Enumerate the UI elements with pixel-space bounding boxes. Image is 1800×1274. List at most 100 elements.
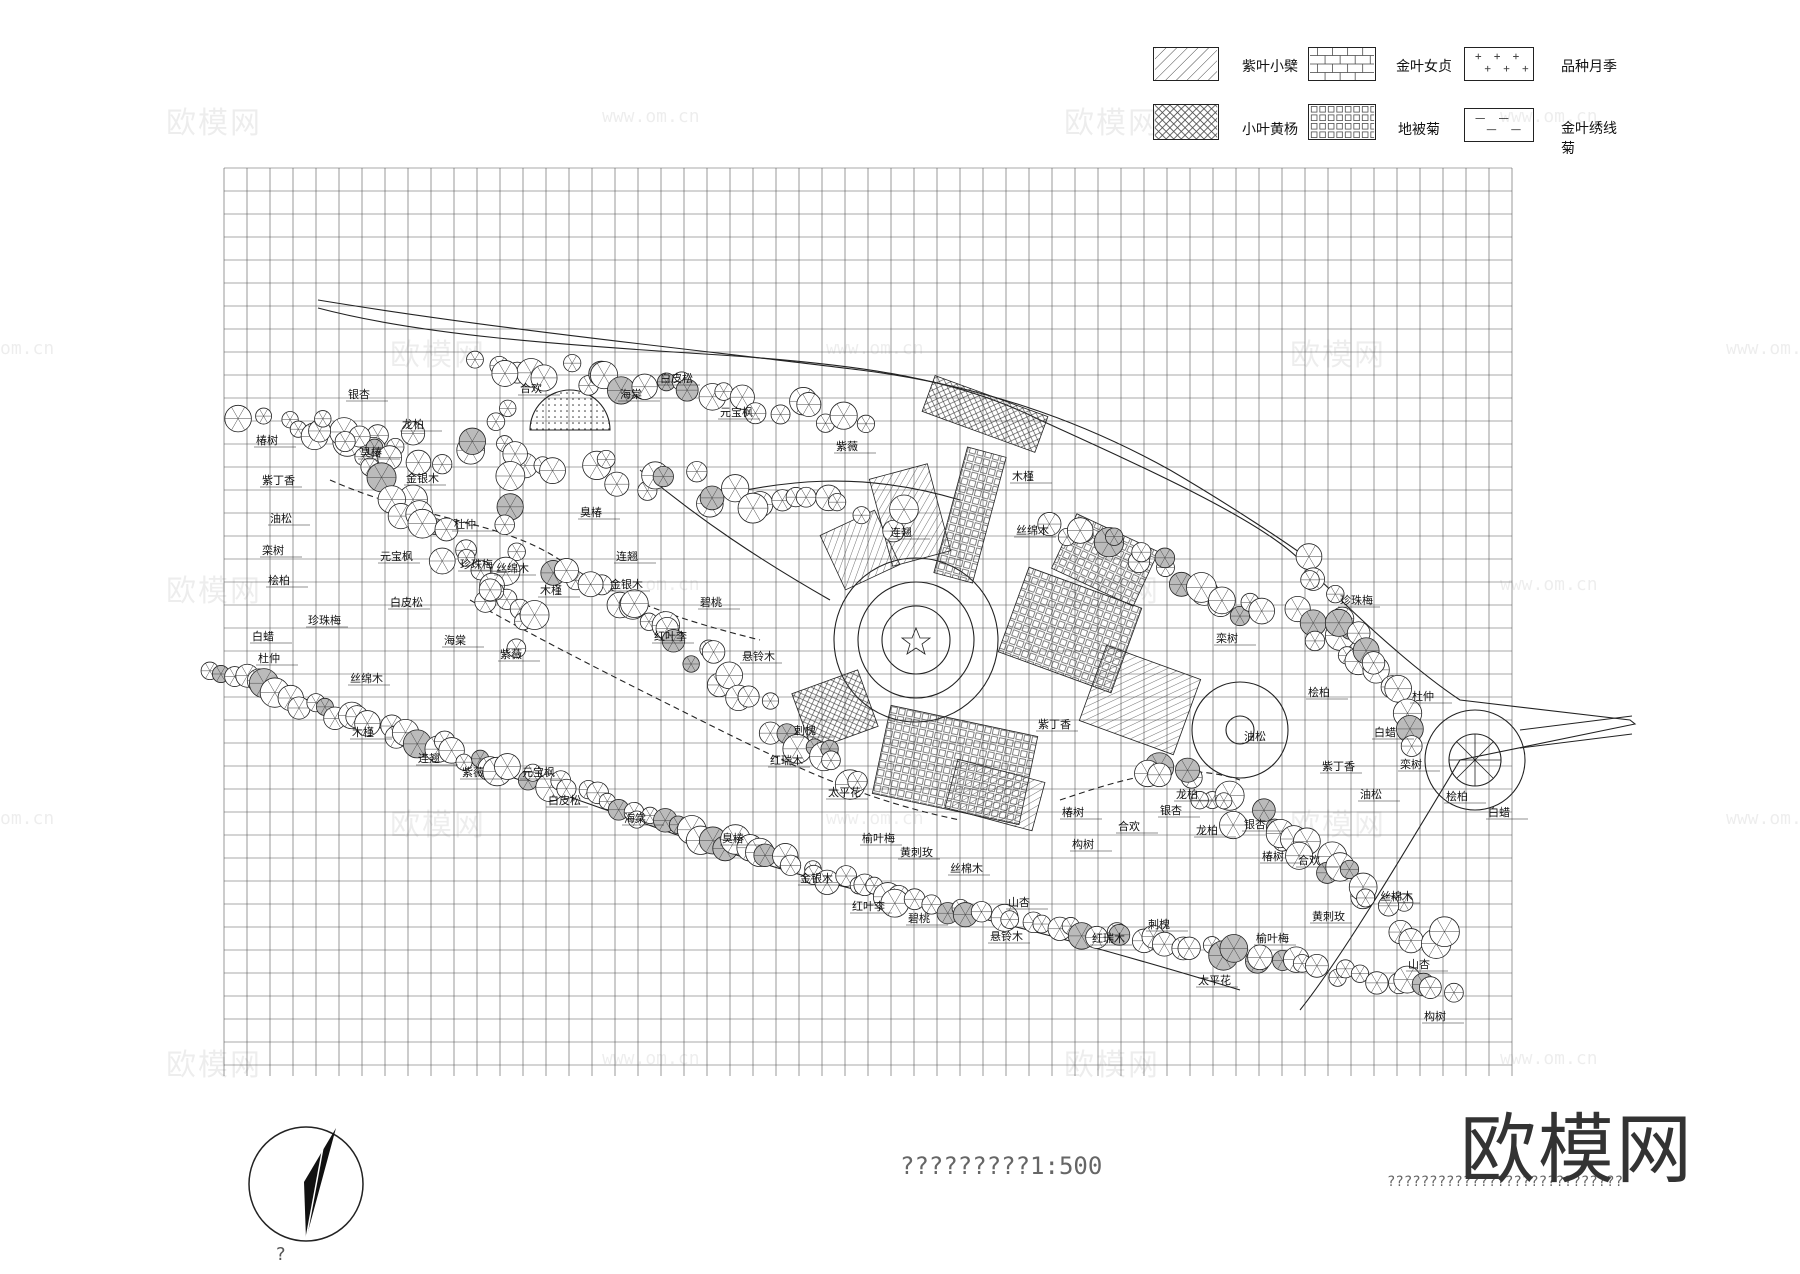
tree-icon bbox=[1326, 584, 1345, 604]
tree-icon bbox=[970, 901, 993, 923]
watermark-url: www.om.cn bbox=[826, 338, 924, 359]
tree-icon bbox=[1295, 543, 1323, 570]
tree-icon bbox=[1248, 597, 1275, 625]
tree-icon bbox=[255, 407, 272, 425]
plant-label: 白皮松 bbox=[390, 595, 423, 609]
tree-icon bbox=[1247, 944, 1273, 971]
tree-icon bbox=[796, 392, 822, 417]
legend-label: 品种月季 bbox=[1561, 59, 1617, 75]
tree-icon bbox=[1066, 517, 1094, 544]
tree-icon bbox=[495, 461, 526, 491]
tree-icon bbox=[466, 350, 484, 369]
plant-label: 海棠 bbox=[620, 387, 642, 401]
tree-icon bbox=[795, 486, 817, 508]
plant-label: 红瑞木 bbox=[1092, 931, 1125, 945]
tree-icon bbox=[1365, 971, 1389, 995]
plant-label: 木槿 bbox=[352, 726, 374, 739]
tree-icon bbox=[1285, 841, 1314, 870]
planting-bed bbox=[791, 669, 879, 751]
planting-bed bbox=[921, 375, 1049, 453]
tree-icon bbox=[1085, 925, 1109, 949]
tree-icon bbox=[1350, 964, 1370, 983]
tree-icon bbox=[1377, 895, 1400, 917]
plant-label: 构树 bbox=[1072, 837, 1094, 851]
east-pavilion-spokes bbox=[1449, 734, 1501, 786]
tree-icon bbox=[366, 462, 397, 493]
plant-label: 金银木 bbox=[406, 471, 439, 485]
plant-label: 白蜡 bbox=[252, 629, 274, 643]
tree-icon bbox=[652, 466, 674, 488]
plant-label: 椿树 bbox=[1262, 849, 1284, 863]
tree-icon bbox=[675, 378, 699, 402]
plant-label: 紫薇 bbox=[836, 440, 858, 453]
tree-icon bbox=[506, 638, 527, 659]
watermark-url: www.om.cn bbox=[1500, 106, 1598, 127]
watermark-url: om.cn bbox=[0, 808, 55, 829]
tree-icon bbox=[1190, 791, 1209, 810]
tree-icon bbox=[434, 517, 459, 542]
plant-label: 珍珠梅 bbox=[1340, 593, 1373, 607]
tree-icon bbox=[458, 427, 486, 455]
tree-icon bbox=[1219, 934, 1249, 963]
tree-icon bbox=[1304, 953, 1329, 978]
plant-label: 白蜡 bbox=[1488, 805, 1510, 819]
tree-icon bbox=[604, 471, 630, 497]
tree-icon bbox=[701, 640, 726, 664]
watermark-brand: 欧模网 bbox=[390, 808, 486, 843]
plant-label: 紫丁香 bbox=[1322, 760, 1355, 773]
tree-icon bbox=[847, 771, 868, 792]
plant-label: 合欢 bbox=[1298, 853, 1320, 867]
tree-icon bbox=[661, 629, 686, 653]
tree-icon bbox=[1032, 914, 1052, 934]
plant-label: 黄刺玫 bbox=[1312, 909, 1345, 923]
tree-icon bbox=[354, 710, 381, 737]
plaza-star-icon bbox=[900, 626, 932, 655]
tree-icon bbox=[829, 401, 858, 430]
tree-icon bbox=[744, 402, 767, 425]
plant-label: 桧柏 bbox=[1446, 789, 1468, 803]
watermark-url: www.om.cn bbox=[602, 106, 700, 127]
tree-icon bbox=[1398, 928, 1424, 954]
plant-label: 元宝枫 bbox=[380, 549, 413, 563]
tree-icon bbox=[224, 404, 252, 433]
plant-label: 桧柏 bbox=[268, 573, 290, 587]
legend-swatch-xiao-ye-huang-yang bbox=[1153, 104, 1219, 140]
plant-label: 碧桃 bbox=[700, 595, 722, 609]
tree-icon bbox=[577, 571, 604, 598]
plant-label: 银杏 bbox=[1244, 817, 1266, 831]
tree-icon bbox=[1400, 735, 1423, 757]
plant-label: 油松 bbox=[1244, 729, 1266, 743]
planting-bed bbox=[1078, 644, 1202, 756]
tree-icon bbox=[596, 449, 616, 469]
watermark-brand: 欧模网 bbox=[166, 574, 262, 609]
plant-label: 杜仲 bbox=[1412, 689, 1434, 703]
plant-label: 海棠 bbox=[624, 811, 646, 825]
watermark-url: www.om.cn bbox=[1500, 1048, 1598, 1069]
tree-icon bbox=[1384, 674, 1412, 703]
site-boundary bbox=[317, 307, 1637, 1011]
brand-logo: 欧模网 bbox=[1460, 1105, 1694, 1194]
plant-label: 丝绵木 bbox=[350, 671, 383, 685]
plant-label: 元宝枫 bbox=[522, 765, 555, 779]
plant-label: 悬铃木 bbox=[990, 929, 1023, 943]
plant-label: 银杏 bbox=[1160, 803, 1182, 817]
tree-icon bbox=[407, 508, 438, 539]
plant-label: 刺槐 bbox=[1148, 917, 1170, 931]
tree-icon bbox=[737, 492, 769, 524]
plant-label: 椿树 bbox=[1062, 805, 1084, 819]
tree-icon bbox=[1177, 936, 1201, 960]
legend-label: 金叶绣线菊 bbox=[1561, 121, 1617, 157]
footnote: ???????????????????????????? bbox=[1387, 1174, 1624, 1190]
plant-label: 白蜡 bbox=[1374, 725, 1396, 739]
tree-icon bbox=[856, 414, 876, 433]
tree-icon bbox=[1444, 982, 1464, 1003]
plant-label: 杜仲 bbox=[454, 517, 476, 531]
tree-icon bbox=[1175, 757, 1201, 783]
tree-icon bbox=[852, 506, 871, 525]
watermark-brand: 欧模网 bbox=[1064, 106, 1160, 141]
tree-icon bbox=[1339, 859, 1360, 880]
plant-label: 元宝枫 bbox=[720, 405, 753, 419]
plant-label: 红叶李 bbox=[654, 629, 687, 643]
watermark-url: www.om.cn bbox=[1726, 338, 1800, 359]
legend-label: 紫叶小檗 bbox=[1242, 59, 1298, 75]
